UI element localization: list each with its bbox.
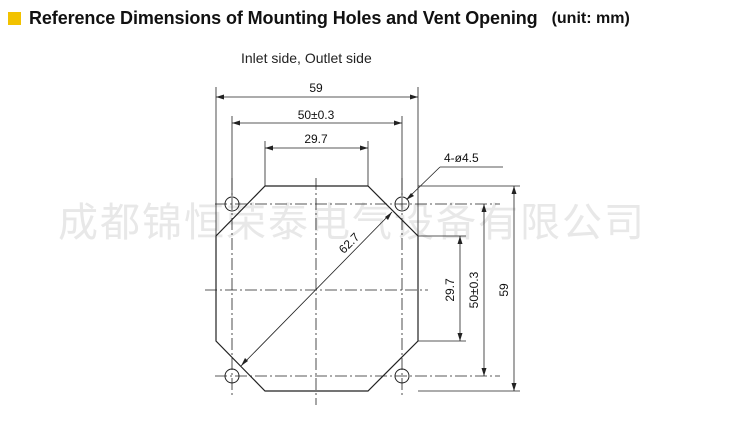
dimension-hole-pitch-horizontal (231, 116, 403, 196)
mounting-hole-bottom-right (394, 368, 410, 384)
watermark-text: 成都锦恒荣泰电气设备有限公司 (58, 200, 646, 246)
opening-height-label: 29.7 (443, 278, 457, 302)
dimension-diagonal (240, 211, 393, 367)
hole-pitch-horizontal-label: 50±0.3 (298, 108, 335, 122)
dimension-overall-height (418, 185, 520, 392)
vent-opening-outline (215, 185, 419, 392)
overall-width-label: 59 (309, 81, 323, 95)
title-unit: (unit: mm) (551, 9, 630, 27)
dimension-opening-width (264, 141, 369, 186)
mounting-holes (224, 196, 410, 384)
opening-width-label: 29.7 (304, 132, 328, 146)
overall-height-label: 59 (497, 283, 511, 297)
mounting-hole-top-left (224, 196, 240, 212)
drawing-subtitle: Inlet side, Outlet side (241, 50, 372, 66)
hole-spec-label: 4-ø4.5 (444, 151, 479, 165)
title-bar: Reference Dimensions of Mounting Holes a… (8, 8, 630, 29)
dimension-overall-width (215, 87, 419, 236)
mounting-hole-top-right (394, 196, 410, 212)
dimension-hole-pitch-vertical (481, 204, 487, 376)
center-lines (205, 178, 500, 405)
hole-spec-leader (406, 166, 503, 200)
title-accent-square (8, 12, 21, 25)
page-title: Reference Dimensions of Mounting Holes a… (29, 8, 538, 28)
dimension-opening-height (418, 235, 466, 342)
hole-pitch-vertical-label: 50±0.3 (467, 271, 481, 308)
mounting-hole-bottom-left (224, 368, 240, 384)
